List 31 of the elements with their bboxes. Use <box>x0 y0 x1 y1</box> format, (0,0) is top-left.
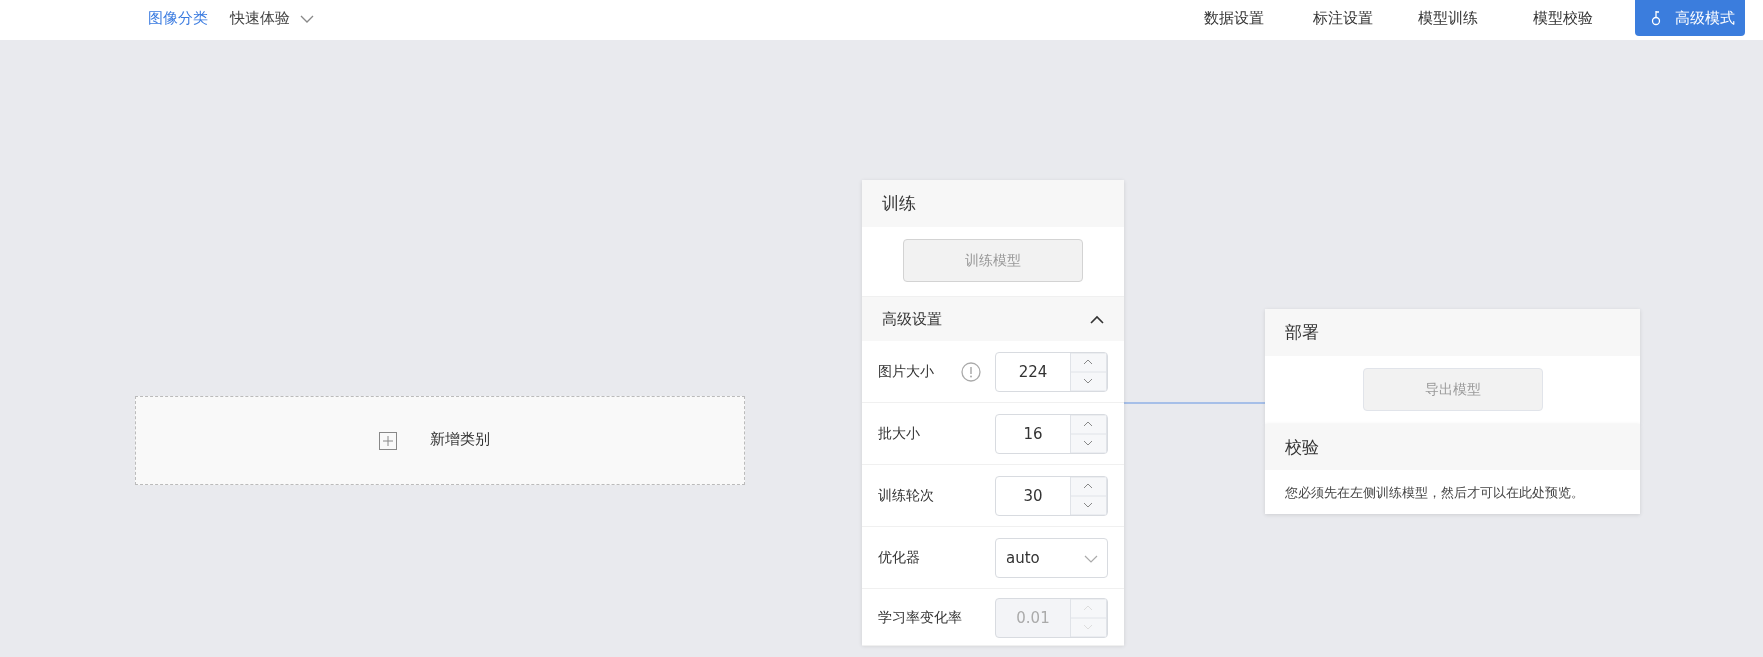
panel-card <box>1265 309 1640 424</box>
number-value: 16 <box>1022 425 1044 443</box>
panel-card <box>862 180 1124 645</box>
select-value: auto <box>1006 549 1040 567</box>
add-category-label: 新增类别 <box>430 430 490 449</box>
panel-heading: 训练 <box>862 180 1124 227</box>
section-heading: 高级设置 <box>862 297 1124 341</box>
nav-link: 图像分类 <box>148 9 208 28</box>
connector-line <box>1123 402 1266 404</box>
field-label: 训练轮次 <box>878 487 934 505</box>
number-value: 224 <box>1017 363 1049 381</box>
nav-link: 模型校验 <box>1533 9 1593 28</box>
field-label: 学习率变化率 <box>878 608 962 627</box>
mode-button: 高级模式 <box>1635 0 1745 36</box>
train-button: 训练模型 <box>903 239 1083 282</box>
number-value: 30 <box>1022 487 1044 505</box>
field-label: 图片大小 <box>878 363 934 381</box>
nav-link: 模型训练 <box>1418 9 1478 28</box>
dropdown-menu: 快速体验 <box>230 9 290 28</box>
nav-link: 数据设置 <box>1204 9 1264 28</box>
panel-heading: 部署 <box>1265 309 1640 356</box>
number-value: 0.01 <box>1015 608 1051 627</box>
export-button: 导出模型 <box>1363 368 1543 411</box>
nav-link: 标注设置 <box>1313 9 1373 28</box>
field-label: 批大小 <box>878 425 920 443</box>
settings-section <box>862 296 1124 645</box>
add-category-box <box>135 396 745 485</box>
panel-card <box>1265 424 1640 514</box>
hint-text: 您必须先在左侧训练模型，然后才可以在此处预览。 <box>1285 484 1584 502</box>
panel-heading: 校验 <box>1265 424 1640 470</box>
field-label: 优化器 <box>878 549 920 567</box>
